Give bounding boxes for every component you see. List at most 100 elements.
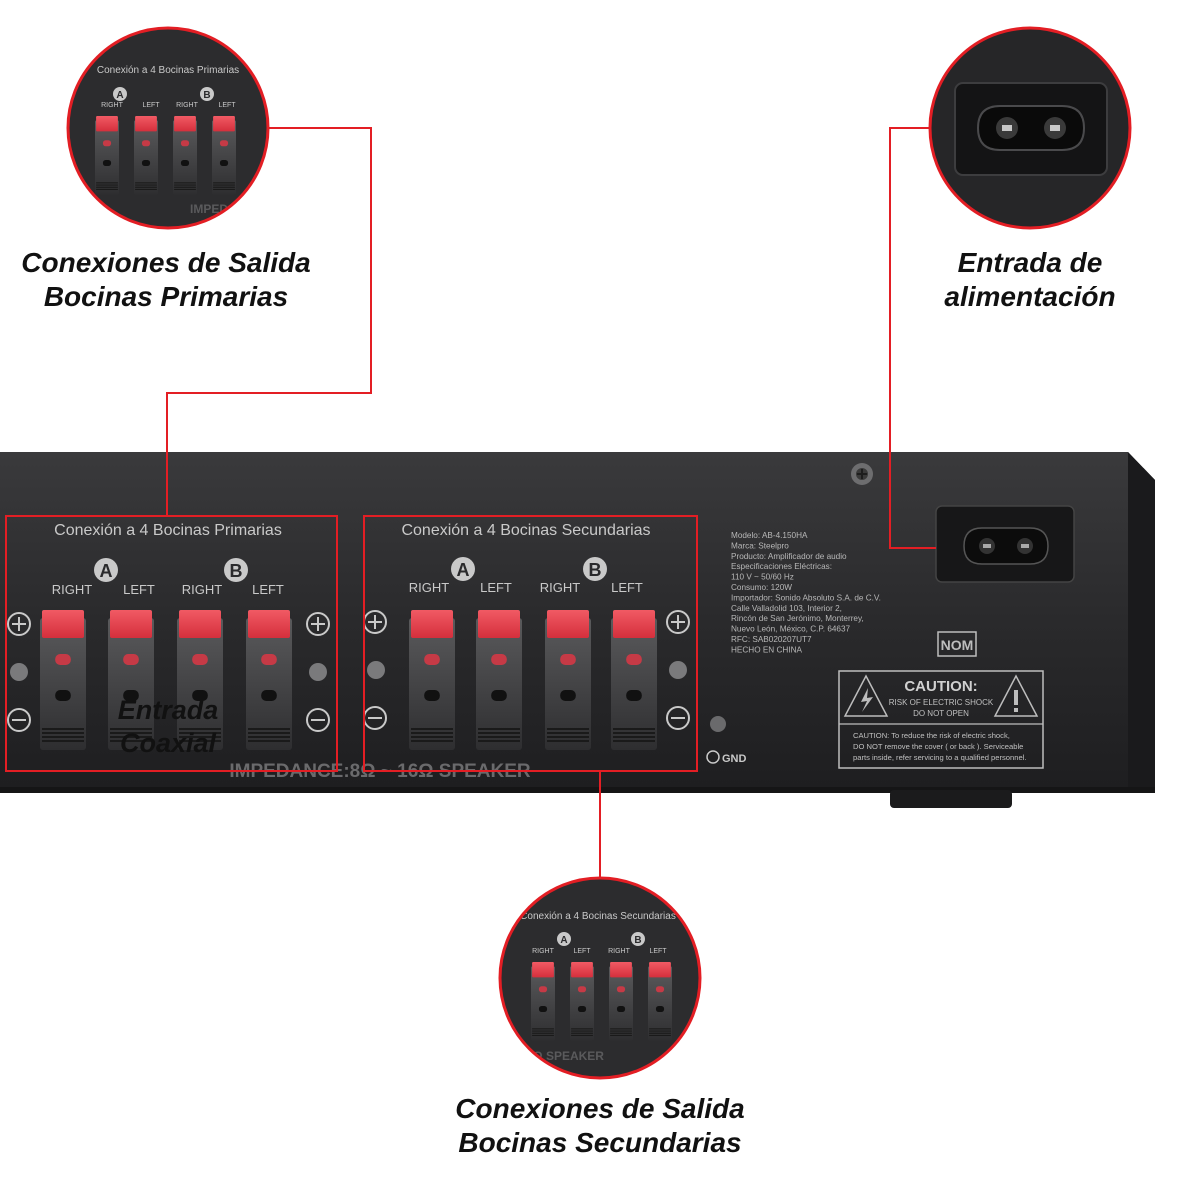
zoom-imped-text: IMPED [190, 202, 228, 216]
zoom-power [928, 26, 1132, 230]
zoom-left-label: LEFT [142, 102, 160, 109]
lightning-bolt-glyph [861, 688, 873, 712]
speaker-terminal [476, 610, 522, 750]
group-b-letter: B [230, 561, 243, 581]
spec-line: Rincón de San Jerónimo, Monterrey, [731, 614, 864, 623]
plus-icon [666, 610, 690, 634]
minus-icon [306, 708, 330, 732]
zoom-group-b-badge [200, 87, 214, 101]
caution-risk: RISK OF ELECTRIC SHOCK [889, 698, 994, 707]
spec-line: Importador: Sonido Absoluto S.A. de C.V. [731, 593, 881, 602]
zoom-group-b-letter: B [203, 90, 210, 101]
callout-coaxial-line1: Entrada [117, 695, 219, 725]
spec-line: Calle Valladolid 103, Interior 2, [731, 604, 842, 613]
zoom-left-label: LEFT [573, 948, 591, 955]
group-b-letter: B [589, 560, 602, 580]
zoom-secondary-title: Conexión a 4 Bocinas Secundarias [520, 911, 676, 922]
speaker-terminal [545, 610, 591, 750]
ground-icon [706, 750, 720, 764]
zoom-secondary: Conexión a 4 Bocinas Secundarias A B RIG… [498, 876, 702, 1080]
callout-secondary-line2: Bocinas Secundarias [458, 1127, 742, 1158]
exclamation-mark-dot [1014, 708, 1018, 712]
right-label-a: RIGHT [409, 580, 450, 595]
secondary-highlight-frame [363, 515, 698, 772]
zoom-group-b-letter: B [634, 935, 641, 946]
right-label-a: RIGHT [52, 582, 93, 597]
left-label-a: LEFT [123, 582, 155, 597]
callout-primary-outputs: Conexiones de Salida Bocinas Primarias [0, 246, 332, 314]
primary-panel-title: Conexión a 4 Bocinas Primarias [54, 522, 282, 539]
zoom-group-a-badge [557, 932, 571, 946]
zoom-left-label: LEFT [218, 102, 236, 109]
spec-line: Nuevo León, México, C.P. 64637 [731, 625, 851, 634]
caution-do-not-open: DO NOT OPEN [913, 709, 969, 718]
group-a-letter: A [457, 560, 470, 580]
callout-primary-line1: Conexiones de Salida [21, 247, 311, 278]
callout-primary-line2: Bocinas Primarias [43, 281, 289, 312]
caution-label: CAUTION: RISK OF ELECTRIC SHOCK DO NOT O… [838, 670, 1044, 769]
spec-line: RFC: SAB020207UT7 [731, 635, 812, 644]
speaker-terminal [648, 962, 672, 1041]
left-label-b: LEFT [611, 580, 643, 595]
zoom-right-label: RIGHT [176, 102, 199, 109]
nom-mark: NOM [937, 631, 977, 657]
speaker-terminal [173, 116, 197, 195]
speaker-terminal [531, 962, 555, 1041]
screw-icon [367, 661, 385, 679]
speaker-terminal [108, 610, 154, 750]
group-a-letter: A [100, 561, 113, 581]
connector-line-power [889, 127, 936, 549]
zoom-group-b-badge [631, 932, 645, 946]
speaker-terminal [134, 116, 158, 195]
group-a-badge [451, 557, 475, 581]
speaker-terminal [409, 610, 455, 750]
gnd-label: GND [722, 753, 747, 765]
exclamation-mark-stem [1014, 690, 1018, 705]
connector-line-primary [166, 127, 372, 516]
speaker-terminal [570, 962, 594, 1041]
minus-icon [666, 706, 690, 730]
zoom-right-label: RIGHT [101, 102, 124, 109]
primary-highlight-frame [5, 515, 338, 772]
caution-body-2: DO NOT remove the cover ( or back ). Ser… [853, 742, 1023, 751]
left-label-b: LEFT [252, 582, 284, 597]
speaker-terminal [611, 610, 657, 750]
zoom-right-label: RIGHT [608, 948, 631, 955]
zoom-primary: Conexión a 4 Bocinas Primarias A B RIGHT… [66, 26, 270, 230]
speaker-terminal [246, 610, 292, 750]
speaker-terminal [177, 610, 223, 750]
secondary-panel-title: Conexión a 4 Bocinas Secundarias [401, 522, 650, 539]
plus-icon-glyph [12, 617, 26, 631]
zoom-speaker-text: Ω SPEAKER [533, 1049, 604, 1063]
left-label-a: LEFT [480, 580, 512, 595]
caution-title: CAUTION: [904, 678, 977, 695]
spec-line: Especificaciones Eléctricas: [731, 562, 832, 571]
spec-line: HECHO EN CHINA [731, 645, 803, 654]
spec-line: Producto: Amplificador de audio [731, 552, 847, 561]
callout-secondary-outputs: Conexiones de Salida Bocinas Secundarias [400, 1092, 800, 1160]
plus-icon-glyph [311, 617, 325, 631]
callout-power-line1: Entrada de [957, 247, 1103, 278]
speaker-terminal [212, 116, 236, 195]
spec-line: Marca: Steelpro [731, 541, 789, 550]
right-label-b: RIGHT [540, 580, 581, 595]
group-b-badge [583, 557, 607, 581]
minus-icon [7, 708, 31, 732]
zoom-group-a-letter: A [560, 935, 567, 946]
lightning-warning-icon [843, 674, 889, 717]
primary-terminal-block: Conexión a 4 Bocinas Primarias A B RIGHT… [7, 522, 330, 750]
callout-secondary-line1: Conexiones de Salida [455, 1093, 745, 1124]
callout-coaxial-line2: Coaxial [119, 728, 217, 758]
caution-body-3: parts inside, refer servicing to a quali… [853, 753, 1027, 762]
callout-power-input: Entrada de alimentación [900, 246, 1160, 314]
power-inlet [935, 505, 1075, 583]
spec-line: Modelo: AB-4.150HA [731, 531, 808, 540]
zoom-group-a-letter: A [116, 90, 123, 101]
right-label-b: RIGHT [182, 582, 223, 597]
screw-icon [309, 663, 327, 681]
screw-icon [10, 663, 28, 681]
zoom-primary-title: Conexión a 4 Bocinas Primarias [97, 65, 239, 76]
plus-icon-glyph [671, 615, 685, 629]
zoom-group-a-badge [113, 87, 127, 101]
